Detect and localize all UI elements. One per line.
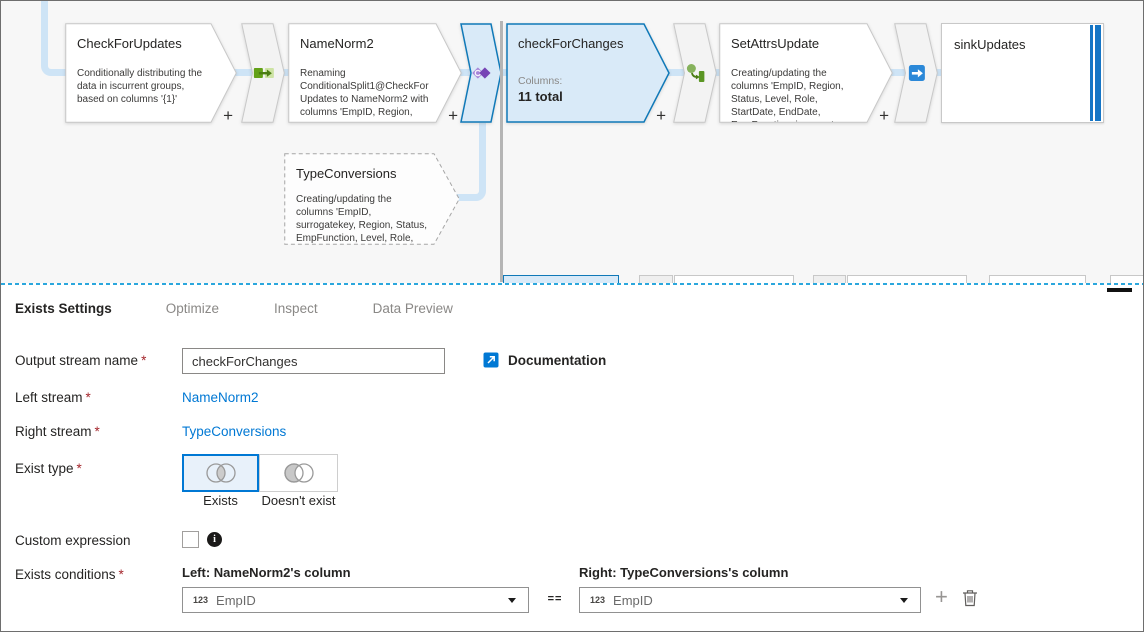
left-stream-label: Left stream*	[15, 390, 91, 405]
required-asterisk: *	[118, 567, 124, 582]
custom-expression-label: Custom expression	[15, 533, 131, 548]
right-condition-header: Right: TypeConversions's column	[579, 565, 789, 580]
sink-icon	[908, 65, 925, 81]
chevron-down-icon	[900, 597, 908, 603]
node-setattrsupdate[interactable]: SetAttrsUpdate Creating/updating the col…	[719, 23, 893, 125]
exist-type-exists-button[interactable]	[182, 454, 259, 492]
exists-option-label: Exists	[203, 493, 238, 508]
exists-icon	[472, 67, 491, 79]
left-condition-dropdown[interactable]: 123 EmpID	[182, 587, 529, 613]
derived-column-icon	[686, 64, 705, 82]
tab-inspect[interactable]: Inspect	[274, 301, 318, 316]
node-checkforchanges-selected[interactable]: checkForChanges Columns: 11 total +	[506, 23, 670, 125]
documentation-external-link-icon[interactable]	[483, 352, 499, 368]
panel-minimize-handle[interactable]	[1107, 288, 1132, 292]
partial-node[interactable]	[674, 275, 794, 283]
node-description: Creating/updating the columns 'EmpID, Re…	[731, 68, 844, 122]
exists-conditions-label: Exists conditions*	[15, 567, 124, 582]
node-description: Creating/updating the columns 'EmpID, su…	[296, 194, 427, 244]
tab-exists-settings[interactable]: Exists Settings	[15, 301, 112, 316]
node-title: CheckForUpdates	[77, 36, 182, 51]
equality-operator: ==	[547, 593, 563, 605]
right-stream-link[interactable]: TypeConversions	[182, 424, 287, 439]
chevron-node-shape	[288, 23, 462, 123]
partial-node-selected[interactable]	[503, 275, 619, 283]
columns-label: Columns:	[518, 75, 563, 87]
venn-difference-icon	[283, 463, 314, 483]
columns-count: 11 total	[518, 89, 563, 104]
doesnt-exist-option-label: Doesn't exist	[261, 493, 336, 508]
incoming-connector-line	[41, 1, 67, 76]
iconbox-select[interactable]	[241, 23, 285, 123]
right-condition-value: EmpID	[613, 592, 653, 608]
node-checkforupdates[interactable]: CheckForUpdates Conditionally distributi…	[65, 23, 237, 125]
node-title: sinkUpdates	[954, 37, 1026, 52]
left-condition-header: Left: NameNorm2's column	[182, 565, 351, 580]
node-description: Conditionally distributing the data in i…	[77, 68, 203, 105]
iconbox-shape	[673, 23, 717, 123]
canvas-guide-line	[500, 21, 503, 282]
partial-node[interactable]	[989, 275, 1086, 283]
node-title: checkForChanges	[518, 36, 624, 51]
node-sinkupdates[interactable]: sinkUpdates	[941, 23, 1104, 123]
required-asterisk: *	[141, 353, 147, 368]
dataflow-canvas[interactable]: CheckForUpdates Conditionally distributi…	[1, 1, 1143, 283]
chevron-down-icon	[508, 597, 516, 603]
chevron-node-shape	[65, 23, 237, 123]
node-typeconversions-reference[interactable]: TypeConversions Creating/updating the co…	[284, 153, 460, 245]
typeconversions-connector-line	[451, 123, 486, 201]
required-asterisk: *	[76, 461, 82, 476]
node-description: Renaming ConditionalSplit1@CheckForUpdat…	[300, 68, 429, 118]
dashed-chevron-shape	[284, 153, 460, 245]
partial-node[interactable]	[847, 275, 967, 283]
exist-type-doesnt-exist-button[interactable]	[259, 454, 338, 492]
left-condition-value: EmpID	[216, 592, 256, 608]
add-transformation-button[interactable]: +	[448, 106, 458, 125]
node-title: NameNorm2	[300, 36, 374, 51]
integer-type-badge: 123	[590, 595, 606, 605]
documentation-link[interactable]: Documentation	[508, 353, 607, 368]
iconbox-exists-selected[interactable]	[460, 23, 502, 123]
integer-type-badge: 123	[193, 595, 209, 605]
partial-iconbox[interactable]	[813, 275, 846, 283]
add-condition-button[interactable]: +	[935, 584, 948, 609]
node-title: TypeConversions	[296, 166, 397, 181]
sink-bar-thin	[1090, 25, 1093, 121]
venn-intersection-icon	[205, 463, 236, 483]
delete-condition-icon[interactable]	[962, 589, 978, 607]
iconbox-sink[interactable]	[894, 23, 938, 123]
add-transformation-button[interactable]: +	[879, 106, 889, 125]
required-asterisk: *	[94, 424, 100, 439]
output-stream-name-input[interactable]	[182, 348, 445, 374]
chevron-node-shape	[719, 23, 893, 123]
required-asterisk: *	[85, 390, 91, 405]
tab-optimize[interactable]: Optimize	[165, 301, 220, 316]
tab-data-preview[interactable]: Data Preview	[372, 301, 453, 316]
partial-iconbox[interactable]	[639, 275, 673, 283]
output-stream-name-label: Output stream name*	[15, 353, 147, 368]
add-transformation-button[interactable]: +	[223, 106, 233, 125]
info-icon: i	[207, 532, 222, 547]
custom-expression-checkbox[interactable]	[182, 531, 199, 548]
partial-node[interactable]	[1110, 275, 1143, 283]
exist-type-label: Exist type*	[15, 461, 82, 476]
add-transformation-button[interactable]: +	[656, 106, 666, 125]
panel-splitter[interactable]	[1, 283, 1143, 285]
panel-tab-bar: Exists Settings Optimize Inspect Data Pr…	[15, 301, 508, 316]
node-namenorm2[interactable]: NameNorm2 Renaming ConditionalSplit1@Che…	[288, 23, 462, 125]
iconbox-derived-column[interactable]	[673, 23, 717, 123]
right-condition-dropdown[interactable]: 123 EmpID	[579, 587, 921, 613]
chevron-node-shape	[506, 23, 670, 123]
select-icon	[253, 68, 274, 78]
node-title: SetAttrsUpdate	[731, 36, 820, 51]
exists-settings-panel: Exists Settings Optimize Inspect Data Pr…	[1, 285, 1143, 631]
right-stream-label: Right stream*	[15, 424, 100, 439]
left-stream-link[interactable]: NameNorm2	[182, 390, 259, 405]
sink-bar-thick	[1095, 25, 1101, 121]
